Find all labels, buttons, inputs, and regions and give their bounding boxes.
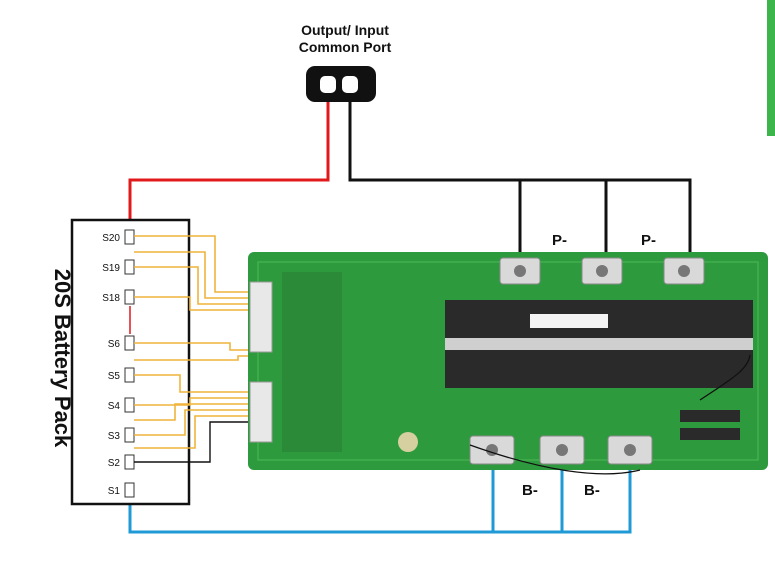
port-title-line2: Common Port — [298, 39, 392, 55]
cell-label-s19: S19 — [102, 263, 120, 274]
positive-wire — [128, 102, 330, 232]
bms-pcb — [248, 252, 768, 475]
cell-label-s18: S18 — [102, 293, 120, 304]
pack-title: 20S Battery Pack — [50, 268, 75, 448]
common-port-connector — [306, 66, 376, 102]
cell-label-s1: S1 — [107, 486, 120, 497]
port-title: Output/ Input Common Port — [270, 22, 420, 56]
b-minus-label-1: B- — [522, 482, 538, 499]
cell-terminals — [124, 229, 135, 498]
cell-label-s6: S6 — [107, 339, 120, 350]
port-title-line1: Output/ Input — [301, 22, 389, 38]
p-minus-label-2: P- — [641, 232, 656, 249]
cell-label-s2: S2 — [107, 458, 120, 469]
cell-label-s3: S3 — [107, 431, 120, 442]
cell-label-s4: S4 — [107, 401, 120, 412]
cell-label-s20: S20 — [102, 233, 120, 244]
p-minus-label-1: P- — [552, 232, 567, 249]
s1-sense-wire — [134, 421, 250, 463]
p-minus-wire — [348, 102, 692, 262]
balance-wires — [134, 235, 250, 449]
cell-label-s5: S5 — [107, 371, 120, 382]
accent-edge — [767, 0, 775, 136]
b-minus-label-2: B- — [584, 482, 600, 499]
